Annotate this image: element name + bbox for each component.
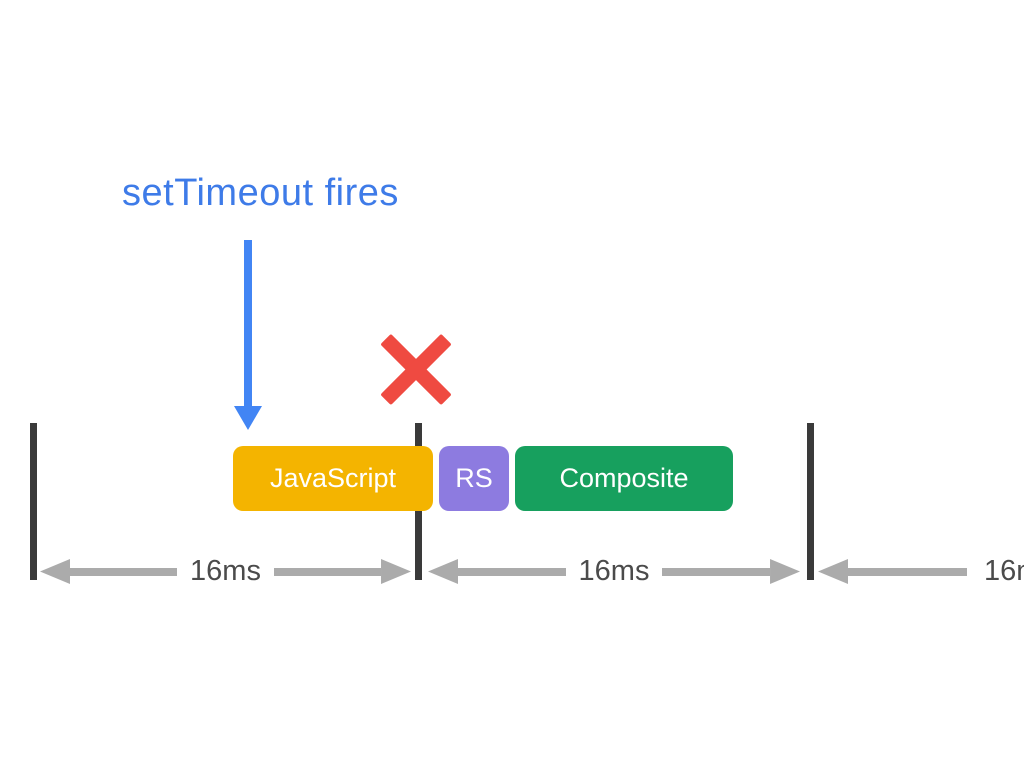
arrow-left-icon — [40, 559, 70, 584]
task-bar-javascript: JavaScript — [233, 446, 433, 511]
frame-duration-arrow-1: 16ms — [40, 555, 412, 587]
settimeout-fires-label: setTimeout fires — [122, 172, 399, 214]
frame-duration-arrow-2: 16ms — [428, 555, 801, 587]
arrow-shaft — [662, 567, 771, 576]
missed-frame-x-icon — [380, 333, 452, 405]
task-label: JavaScript — [269, 463, 397, 493]
task-label: RS — [455, 463, 493, 493]
frame-duration-label: 16ms — [190, 555, 261, 587]
frame-duration-arrow-3: 16ms — [818, 555, 1024, 587]
arrow-left-icon — [818, 559, 848, 584]
frame-boundary-tick — [807, 423, 814, 580]
down-arrow-icon — [234, 406, 262, 430]
frame-boundary-tick — [30, 423, 37, 580]
frame-duration-label: 16ms — [984, 555, 1024, 587]
arrow-shaft — [70, 567, 178, 576]
arrow-left-icon — [428, 559, 458, 584]
frame-duration-label: 16ms — [578, 555, 650, 587]
arrow-right-icon — [381, 559, 412, 584]
task-bar-composite: Composite — [515, 446, 733, 511]
arrow-right-icon — [770, 559, 801, 584]
down-arrow-shaft — [244, 240, 252, 407]
task-bar-rs: RS — [439, 446, 509, 511]
task-label: Composite — [559, 463, 689, 493]
arrow-shaft — [848, 567, 967, 576]
arrow-shaft — [273, 567, 382, 576]
arrow-shaft — [458, 567, 566, 576]
